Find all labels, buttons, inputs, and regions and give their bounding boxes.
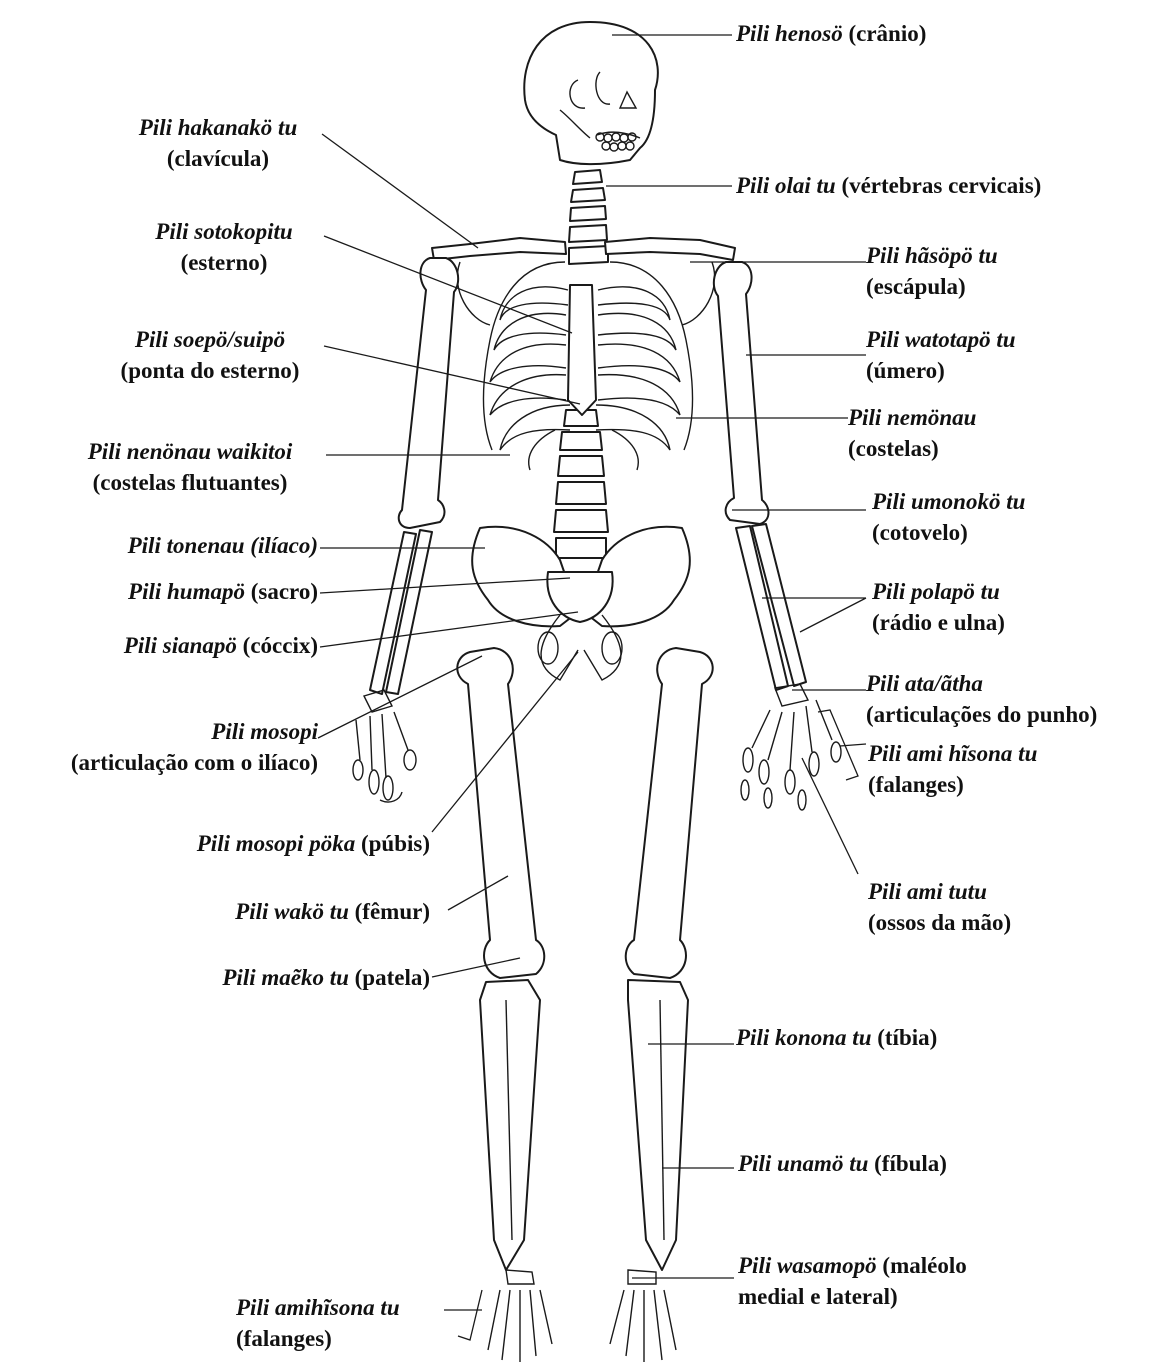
label-coccix: Pili sianapö (cóccix) xyxy=(60,630,318,661)
label-maleolo: Pili wasamopö (maléolo medial e lateral) xyxy=(738,1250,967,1312)
label-sacro-pt: (sacro) xyxy=(245,579,318,604)
label-punho: Pili ata/ãtha (articulações do punho) xyxy=(866,668,1097,730)
label-esterno-pt: (esterno) xyxy=(181,250,268,275)
label-tibia-native: Pili konona tu xyxy=(736,1025,871,1050)
label-costelas-flutuantes-pt: (costelas flutuantes) xyxy=(93,470,288,495)
label-punho-native: Pili ata/ãtha xyxy=(866,671,983,696)
label-femur-pt: (fêmur) xyxy=(349,899,430,924)
label-ossos-mao-pt: (ossos da mão) xyxy=(868,910,1011,935)
label-radio-ulna: Pili polapö tu (rádio e ulna) xyxy=(872,576,1005,638)
label-escapula: Pili hãsöpö tu (escápula) xyxy=(866,240,998,302)
label-cervicais-pt: (vértebras cervicais) xyxy=(836,173,1042,198)
label-cotovelo-pt: (cotovelo) xyxy=(872,520,968,545)
label-pubis: Pili mosopi pöka (púbis) xyxy=(100,828,430,859)
label-costelas-flutuantes: Pili nenönau waikitoi (costelas flutuant… xyxy=(58,436,322,498)
label-femur: Pili wakö tu (fêmur) xyxy=(100,896,430,927)
label-cotovelo-native: Pili umonokö tu xyxy=(872,489,1025,514)
label-iliaco: Pili tonenau (ilíaco) xyxy=(60,530,318,561)
label-articulacao-iliaco-pt: (articulação com o ilíaco) xyxy=(71,750,318,775)
label-clavicula-pt: (clavícula) xyxy=(167,146,269,171)
label-umero-native: Pili watotapö tu xyxy=(866,327,1016,352)
label-costelas-native: Pili nemönau xyxy=(848,405,976,430)
hands-drawing xyxy=(353,684,841,810)
label-cervicais: Pili olai tu (vértebras cervicais) xyxy=(736,170,1041,201)
label-articulacao-iliaco: Pili mosopi (articulação com o ilíaco) xyxy=(8,716,318,778)
leader-falanges-mao xyxy=(818,710,866,780)
legs-drawing xyxy=(457,648,712,1270)
label-costelas-flutuantes-native: Pili nenönau waikitoi xyxy=(88,439,293,464)
label-articulacao-iliaco-native: Pili mosopi xyxy=(211,719,318,744)
label-coccix-native: Pili sianapö xyxy=(124,633,237,658)
label-pubis-pt: (púbis) xyxy=(355,831,430,856)
label-ponta-esterno-pt: (ponta do esterno) xyxy=(121,358,300,383)
label-fibula-pt: (fíbula) xyxy=(868,1151,947,1176)
label-punho-pt: (articulações do punho) xyxy=(866,702,1097,727)
label-esterno-native: Pili sotokopitu xyxy=(155,219,292,244)
label-falanges-pe-pt: (falanges) xyxy=(236,1326,332,1351)
label-esterno: Pili sotokopitu (esterno) xyxy=(130,216,318,278)
label-clavicula-native: Pili hakanakö tu xyxy=(139,115,297,140)
label-costelas-pt: (costelas) xyxy=(848,436,939,461)
label-coccix-pt: (cóccix) xyxy=(237,633,318,658)
label-maleolo-native: Pili wasamopö xyxy=(738,1253,877,1278)
label-escapula-pt: (escápula) xyxy=(866,274,966,299)
label-maleolo-pt: (maléolo xyxy=(877,1253,967,1278)
label-clavicula: Pili hakanakö tu (clavícula) xyxy=(118,112,318,174)
label-umero-pt: (úmero) xyxy=(866,358,945,383)
label-ponta-esterno: Pili soepö/suipö (ponta do esterno) xyxy=(100,324,320,386)
label-tibia-pt: (tíbia) xyxy=(871,1025,937,1050)
label-patela: Pili maẽko tu (patela) xyxy=(100,962,430,993)
label-patela-pt: (patela) xyxy=(349,965,430,990)
label-falanges-pe: Pili amihĩsona tu (falanges) xyxy=(236,1292,400,1354)
label-fibula: Pili unamö tu (fíbula) xyxy=(738,1148,947,1179)
label-cranio-native: Pili henosö xyxy=(736,21,843,46)
label-fibula-native: Pili unamö tu xyxy=(738,1151,868,1176)
label-ponta-esterno-native: Pili soepö/suipö xyxy=(135,327,285,352)
leader-ossos-mao xyxy=(802,758,858,874)
label-falanges-mao: Pili ami hĩsona tu (falanges) xyxy=(868,738,1037,800)
label-femur-native: Pili wakö tu xyxy=(235,899,349,924)
label-falanges-pe-native: Pili amihĩsona tu xyxy=(236,1295,400,1320)
label-cranio-pt: (crânio) xyxy=(843,21,927,46)
label-cotovelo: Pili umonokö tu (cotovelo) xyxy=(872,486,1025,548)
label-radio-ulna-pt: (rádio e ulna) xyxy=(872,610,1005,635)
leader-clavicula xyxy=(322,134,478,248)
label-escapula-native: Pili hãsöpö tu xyxy=(866,243,998,268)
feet-drawing xyxy=(488,1270,676,1362)
label-patela-native: Pili maẽko tu xyxy=(222,965,349,990)
label-ossos-mao: Pili ami tutu (ossos da mão) xyxy=(868,876,1011,938)
label-tibia: Pili konona tu (tíbia) xyxy=(736,1022,937,1053)
label-cranio: Pili henosö (crânio) xyxy=(736,18,926,49)
label-radio-ulna-native: Pili polapö tu xyxy=(872,579,1000,604)
label-sacro-native: Pili humapö xyxy=(128,579,245,604)
label-sacro: Pili humapö (sacro) xyxy=(60,576,318,607)
skull-drawing xyxy=(524,22,658,164)
label-falanges-mao-pt: (falanges) xyxy=(868,772,964,797)
leader-falanges-pe xyxy=(444,1290,482,1340)
label-iliaco-native: Pili tonenau (ilíaco) xyxy=(128,533,318,558)
label-umero: Pili watotapö tu (úmero) xyxy=(866,324,1016,386)
label-maleolo-pt2: medial e lateral) xyxy=(738,1284,898,1309)
label-pubis-native: Pili mosopi pöka xyxy=(197,831,355,856)
label-cervicais-native: Pili olai tu xyxy=(736,173,836,198)
label-costelas: Pili nemönau (costelas) xyxy=(848,402,976,464)
label-ossos-mao-native: Pili ami tutu xyxy=(868,879,987,904)
label-falanges-mao-native: Pili ami hĩsona tu xyxy=(868,741,1037,766)
